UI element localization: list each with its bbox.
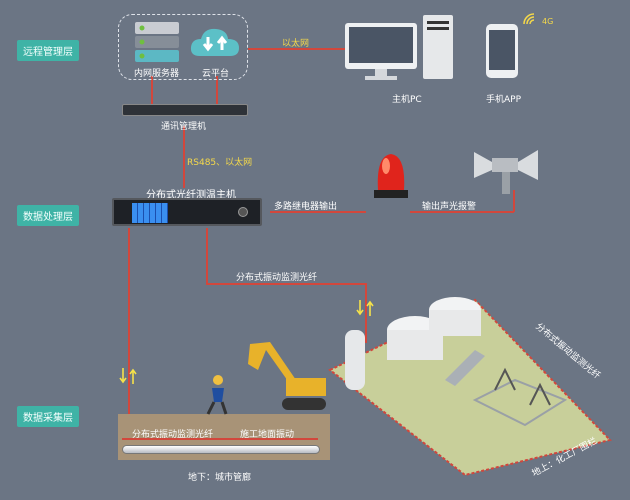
fiber-underground [122, 438, 318, 440]
alarm-light-icon [374, 154, 408, 198]
pipe-corridor [122, 445, 320, 454]
chemical-plant-illustration [328, 297, 612, 477]
host-display [132, 203, 168, 223]
speaker-horn-icon [474, 150, 538, 194]
link-relay [270, 211, 366, 213]
link-alarm [410, 211, 514, 213]
underground-label: 地下：城市管廊 [188, 473, 252, 483]
layer-processing: 数据处理层 [17, 205, 79, 226]
fiber-top-label: 分布式振动监测光纤 [236, 273, 318, 283]
server-icon [135, 22, 179, 62]
host-title: 分布式光纤测温主机 [146, 190, 236, 201]
pc-icon [345, 15, 453, 80]
layer-remote: 远程管理层 [17, 40, 79, 61]
relay-label: 多路继电器输出 [274, 202, 338, 212]
link-ethernet [248, 48, 346, 50]
host-device [112, 198, 262, 226]
comm-manager-label: 通讯管理机 [161, 122, 207, 132]
bidirectional-arrows-icon [356, 300, 374, 316]
signal-label: 4G [542, 17, 554, 26]
host-key [238, 207, 248, 217]
pc-label: 主机PC [392, 95, 422, 105]
rs485-label: RS485、以太网 [187, 158, 253, 168]
fiber-underground-label: 分布式振动监测光纤 [132, 430, 214, 440]
comm-manager-device [122, 104, 248, 116]
ground-vibration-label: 施工地面振动 [240, 430, 295, 440]
phone-icon [486, 24, 518, 78]
remote-group [118, 14, 248, 80]
cloud-icon [190, 28, 239, 56]
layer-collection: 数据采集层 [17, 406, 79, 427]
fiber-down [365, 283, 367, 343]
link-server [151, 76, 153, 106]
alarm-label: 输出声光报警 [422, 202, 477, 212]
link-alarm-up [513, 190, 515, 212]
fiber-underground-vertical [128, 228, 130, 438]
link-cloud [216, 76, 218, 106]
link-rs485 [183, 126, 185, 188]
excavator-icon [248, 342, 326, 410]
worker-icon [206, 375, 228, 415]
fiber-horizontal [206, 283, 366, 285]
fiber-vertical [206, 228, 208, 284]
ethernet-label: 以太网 [282, 39, 310, 49]
bidirectional-arrows-icon-2 [119, 368, 137, 384]
cloud-label: 云平台 [202, 69, 230, 79]
server-label: 内网服务器 [134, 69, 180, 79]
wifi-signal-icon [523, 13, 535, 25]
app-label: 手机APP [486, 95, 522, 105]
